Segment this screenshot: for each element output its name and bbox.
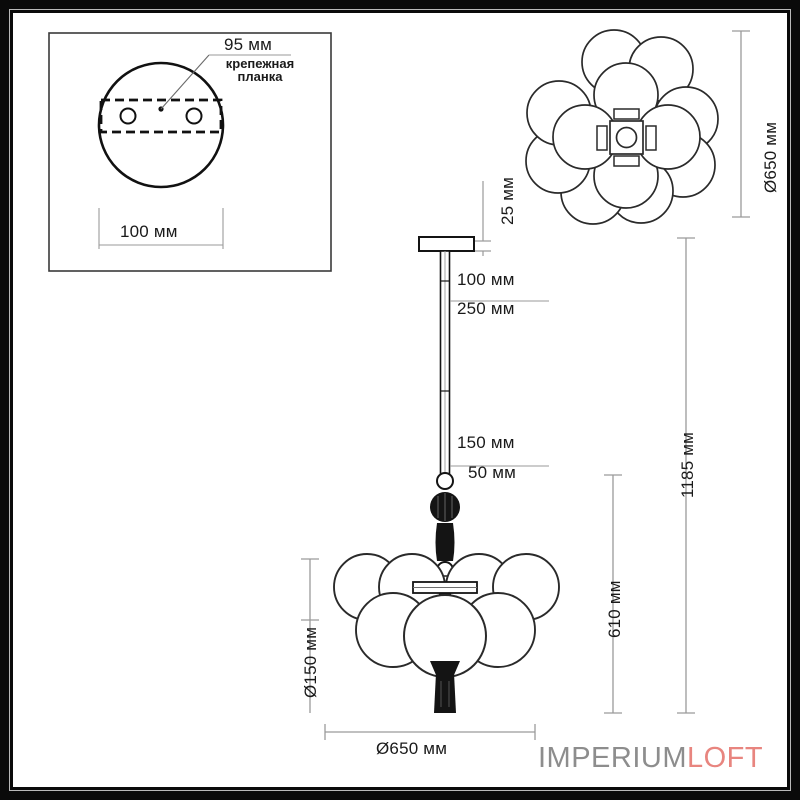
screw-hole-left bbox=[119, 107, 137, 125]
technical-drawing-svg bbox=[48, 29, 750, 740]
leader-line-95 bbox=[160, 54, 210, 110]
label-150mm-rod: 150 мм bbox=[457, 433, 515, 452]
side-view-crossbar bbox=[412, 581, 478, 594]
decorative-stem bbox=[430, 472, 460, 587]
label-total-height: 1185 мм bbox=[678, 431, 697, 498]
top-view-group bbox=[525, 29, 750, 225]
logo-text-imperium: IMPERIUM bbox=[538, 742, 687, 774]
drawing-canvas: 95 мм крепежная планка 100 мм Ø650 мм 25… bbox=[13, 13, 787, 787]
bottom-finial bbox=[430, 661, 460, 713]
mounting-bracket-dashed bbox=[99, 98, 223, 134]
label-body-height: 610 мм bbox=[605, 580, 624, 638]
stem-ball-upper bbox=[436, 472, 454, 490]
top-view-inner-globes bbox=[552, 62, 701, 209]
label-overall-width: Ø650 мм bbox=[376, 739, 448, 758]
suspension-rod bbox=[439, 250, 451, 482]
label-bracket-note-line2: планка bbox=[237, 69, 283, 84]
screw-hole-right bbox=[185, 107, 203, 125]
side-view-group bbox=[301, 181, 695, 740]
label-250mm-rod: 250 мм bbox=[457, 299, 515, 318]
label-globe-diameter: Ø150 мм bbox=[301, 626, 320, 698]
label-50mm-rod: 50 мм bbox=[468, 463, 517, 482]
label-top-view-diameter: Ø650 мм bbox=[761, 121, 780, 193]
label-100mm-detail: 100 мм bbox=[120, 222, 178, 241]
top-view-central-hub bbox=[596, 108, 657, 167]
label-100mm-rod: 100 мм bbox=[457, 270, 515, 289]
canopy-circle bbox=[97, 61, 225, 189]
logo-text-loft: LOFT bbox=[687, 742, 764, 774]
label-25mm: 25 мм bbox=[498, 176, 517, 225]
label-95mm: 95 мм bbox=[224, 35, 273, 54]
side-view-lower-globes bbox=[355, 592, 536, 678]
label-bracket-note-line1: крепежная bbox=[225, 56, 295, 71]
brand-logo: IMPERIUMLOFT bbox=[538, 742, 763, 775]
ceiling-canopy-plate bbox=[418, 236, 475, 252]
stem-taper-body bbox=[435, 523, 455, 561]
detail-box-group bbox=[48, 32, 332, 272]
